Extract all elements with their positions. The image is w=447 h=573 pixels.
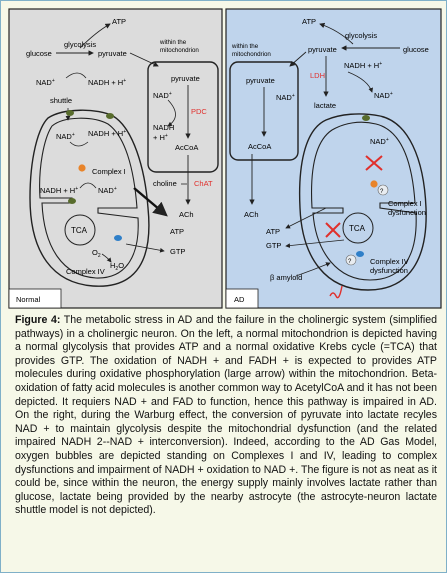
- nadh-label-3: NADH + H+: [40, 186, 78, 195]
- complex-node-top-left: [66, 110, 74, 116]
- ad-pyruvate-label: pyruvate: [308, 45, 337, 54]
- bubble-mark-1: ?: [380, 189, 384, 195]
- pyruvate-label: pyruvate: [98, 49, 127, 58]
- ad-gtp-arrow: [285, 239, 345, 248]
- ad-complex1-label-2: dysfunction: [388, 208, 426, 217]
- ad-tca-label: TCA: [349, 224, 366, 233]
- complex4-node: [114, 235, 122, 241]
- complex1-label: Complex I: [92, 167, 126, 176]
- o2-to-h2o-arrow: [101, 253, 112, 263]
- lactate-label: lactate: [314, 101, 336, 110]
- oxygen-bubble-complex4: [345, 254, 357, 266]
- ad-label: AD: [234, 295, 245, 304]
- atp-out-label: ATP: [170, 227, 184, 236]
- inset-acoa-label: AcCoA: [175, 143, 198, 152]
- ad-complex4-label-2: dysfunction: [370, 266, 408, 275]
- normal-label: Normal: [16, 295, 41, 304]
- ad-complex1-label-1: Complex I: [388, 199, 422, 208]
- nad-nadh-cycle-mid: [69, 141, 89, 147]
- normal-label-box: [8, 288, 62, 309]
- chat-label: ChAT: [194, 179, 213, 188]
- mitochondrion-inner-membrane: [39, 117, 139, 279]
- ad-atp-arrow: [319, 22, 354, 45]
- ad-nad-label-1: NAD+: [374, 91, 393, 100]
- choline-label: choline: [153, 179, 177, 188]
- ad-atp-label: ATP: [302, 17, 316, 26]
- amyloid-arrow: [295, 262, 331, 277]
- ad-within-mito-label-1: within the: [231, 43, 259, 50]
- complex1-node: [78, 164, 86, 172]
- ad-inset-pyruvate-label: pyruvate: [246, 76, 275, 85]
- gtp-label: GTP: [170, 247, 185, 256]
- ach-label: ACh: [179, 210, 194, 219]
- ldh-label: LDH: [310, 71, 325, 80]
- pyruvate-to-inset-arrow: [129, 52, 159, 67]
- atp-arrow: [79, 23, 111, 49]
- figure-caption: Figure 4: The metabolic stress in AD and…: [15, 314, 437, 518]
- ad-glucose-label: glucose: [403, 45, 429, 54]
- tca-label: TCA: [71, 226, 88, 235]
- glucose-label: glucose: [26, 49, 52, 58]
- complex1-block-cross: [365, 155, 383, 171]
- nad-label-1: NAD+: [36, 78, 55, 87]
- nad-nadh-cycle-top: [65, 72, 87, 79]
- ad-nadh-label: NADH + H+: [344, 61, 382, 70]
- shuttle-label: shuttle: [50, 96, 72, 105]
- ad-within-mito-label-2: mitochondrion: [232, 51, 271, 58]
- ad-atp-out-arrow: [285, 207, 327, 229]
- metabolism-diagram: glucose glycolysis ATP pyruvate within t…: [8, 8, 442, 309]
- pdc-label: PDC: [191, 107, 207, 116]
- ad-nad-label-2: NAD+: [370, 137, 389, 146]
- nad-label-3: NAD+: [98, 186, 117, 195]
- amyloid-red-squiggle: [329, 285, 343, 299]
- ad-inset-nad-label: NAD+: [276, 93, 295, 102]
- ad-inset-acoa-label: AcCoA: [248, 142, 271, 151]
- nadh-label-1: NADH + H+: [88, 78, 126, 87]
- tca-cycle: [64, 214, 96, 246]
- caption-text: The metabolic stress in AD and the failu…: [15, 314, 438, 517]
- right-inset-box: [229, 61, 299, 161]
- inset-nadh-label-1: NADH: [153, 123, 174, 132]
- complex4-label: Complex IV: [66, 267, 105, 276]
- inset-nadh-label-2: + H+: [153, 133, 168, 142]
- ad-panel: [225, 8, 442, 309]
- left-inset-box: [147, 61, 219, 173]
- bubble-mark-4: ?: [348, 259, 352, 265]
- within-mito-label-1: within the: [159, 39, 187, 46]
- glycolysis-label: glycolysis: [64, 40, 96, 49]
- ad-complex4-node: [356, 251, 364, 257]
- inset-nad-to-nadh-arrow: [167, 99, 176, 127]
- complex-node-top-right: [106, 113, 114, 119]
- nad-nadh-cycle-low: [79, 182, 97, 189]
- ad-glycolysis-label: glycolysis: [345, 31, 377, 40]
- ad-mitochondrion-inner: [311, 121, 417, 281]
- inset-nad-label: NAD+: [153, 91, 172, 100]
- complex-node-lower: [68, 198, 76, 204]
- ad-label-box: [225, 288, 259, 309]
- o2-label: O2: [92, 248, 101, 259]
- ad-complex-node-top: [362, 115, 370, 121]
- amyloid-label: β amyloid: [270, 273, 302, 282]
- ad-mitochondrion-outer: [298, 113, 427, 291]
- h2o-label: H2O: [110, 261, 124, 272]
- within-mito-label-2: mitochondrion: [160, 47, 199, 54]
- caption-label: Figure 4:: [15, 314, 61, 326]
- oxygen-bubble-complex1: [377, 184, 389, 196]
- ad-ach-label: ACh: [244, 210, 259, 219]
- ad-pyruvate-to-inset-arrow: [289, 51, 307, 67]
- inset-pyruvate-label: pyruvate: [171, 74, 200, 83]
- oxphos-large-arrow: [133, 187, 168, 217]
- nad-label-2: NAD+: [56, 132, 75, 141]
- ad-complex4-label-1: Complex IV: [370, 257, 409, 266]
- ad-atp-out-label: ATP: [266, 227, 280, 236]
- nadh-label-2: NADH + H+: [88, 129, 126, 138]
- atp-block-cross: [325, 222, 341, 238]
- ad-gtp-label: GTP: [266, 241, 281, 250]
- ad-complex1-node: [370, 180, 378, 188]
- gtp-arrow: [125, 243, 165, 253]
- ad-tca-cycle: [342, 212, 374, 244]
- ad-nad-recycle-arrow: [347, 71, 374, 93]
- atp-label: ATP: [112, 17, 126, 26]
